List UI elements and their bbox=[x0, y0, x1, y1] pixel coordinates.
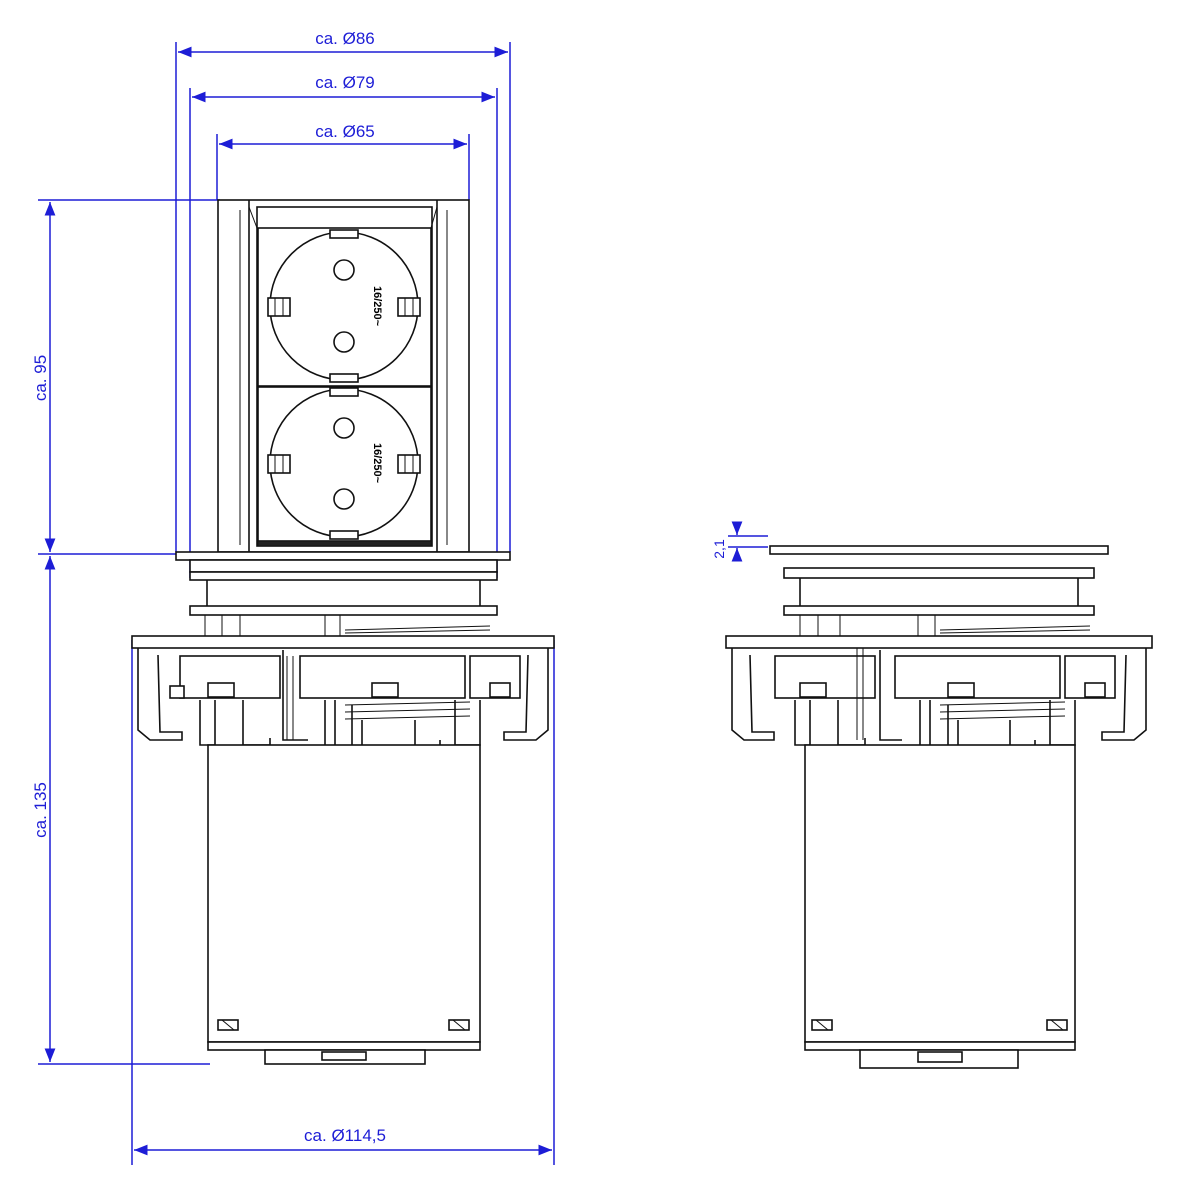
dimension-h95: ca. 95 bbox=[31, 199, 220, 555]
socket-top: 16/250~ bbox=[267, 229, 421, 383]
dimension-d86-label: ca. Ø86 bbox=[315, 29, 375, 48]
collar-rings bbox=[175, 551, 511, 636]
dimension-d65-label: ca. Ø65 bbox=[315, 122, 375, 141]
dimension-h135: ca. 135 bbox=[31, 556, 210, 1065]
dimension-h135-label: ca. 135 bbox=[31, 782, 50, 838]
lower-housing bbox=[207, 744, 481, 1065]
mounting-flange bbox=[131, 635, 555, 749]
dimension-d114: ca. Ø114,5 bbox=[131, 640, 555, 1165]
socket-rating-bottom: 16/250~ bbox=[371, 443, 383, 484]
dimension-d86: ca. Ø86 bbox=[175, 29, 511, 552]
dimension-t21-label: 2,1 bbox=[711, 539, 727, 559]
dimension-d79: ca. Ø79 bbox=[189, 73, 498, 578]
dimension-d79-label: ca. Ø79 bbox=[315, 73, 375, 92]
socket-bottom: 16/250~ bbox=[267, 387, 421, 540]
dimension-d114-label: ca. Ø114,5 bbox=[304, 1126, 386, 1145]
socket-rating-top: 16/250~ bbox=[371, 286, 383, 327]
dimension-t21: 2,1 bbox=[711, 521, 768, 562]
dimension-h95-label: ca. 95 bbox=[31, 355, 50, 401]
retracted-unit bbox=[725, 545, 1153, 1069]
dimension-d65: ca. Ø65 bbox=[216, 122, 470, 200]
